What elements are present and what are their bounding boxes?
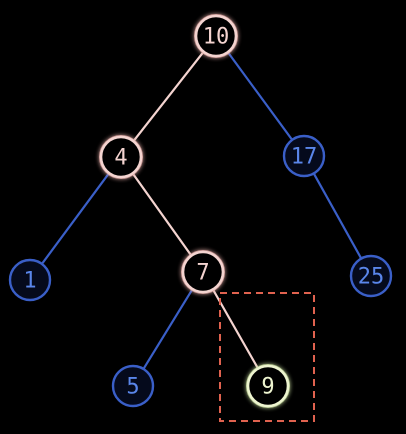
- node-label: 9: [261, 375, 274, 400]
- node-9: 9: [246, 364, 290, 408]
- edge-10-17: [226, 51, 294, 141]
- node-4: 4: [99, 135, 143, 179]
- node-1: 1: [8, 258, 52, 302]
- highlight-layer: [219, 292, 315, 422]
- node-label: 10: [203, 25, 230, 50]
- node-circle: [8, 258, 52, 302]
- node-label: 5: [126, 375, 139, 400]
- node-label: 4: [114, 146, 127, 171]
- node-10: 10: [194, 14, 238, 58]
- node-circle: [349, 254, 393, 298]
- node-5: 5: [111, 364, 155, 408]
- node-circle: [99, 135, 143, 179]
- node-circle: [111, 364, 155, 408]
- node-circle: [246, 364, 290, 408]
- target-highlight-box: [219, 292, 315, 422]
- node-25: 25: [349, 254, 393, 298]
- node-circle: [282, 134, 326, 178]
- edge-17-25: [312, 172, 363, 260]
- node-label: 17: [291, 145, 318, 170]
- edge-4-7: [131, 172, 193, 257]
- node-label: 25: [358, 265, 385, 290]
- node-circle: [194, 14, 238, 58]
- edge-4-1: [40, 171, 111, 266]
- node-7: 7: [181, 250, 225, 294]
- node-circle: [181, 250, 225, 294]
- node-label: 7: [196, 261, 209, 286]
- node-17: 17: [282, 134, 326, 178]
- node-label: 1: [23, 269, 36, 294]
- edge-10-4: [132, 50, 205, 143]
- edge-7-5: [142, 287, 194, 371]
